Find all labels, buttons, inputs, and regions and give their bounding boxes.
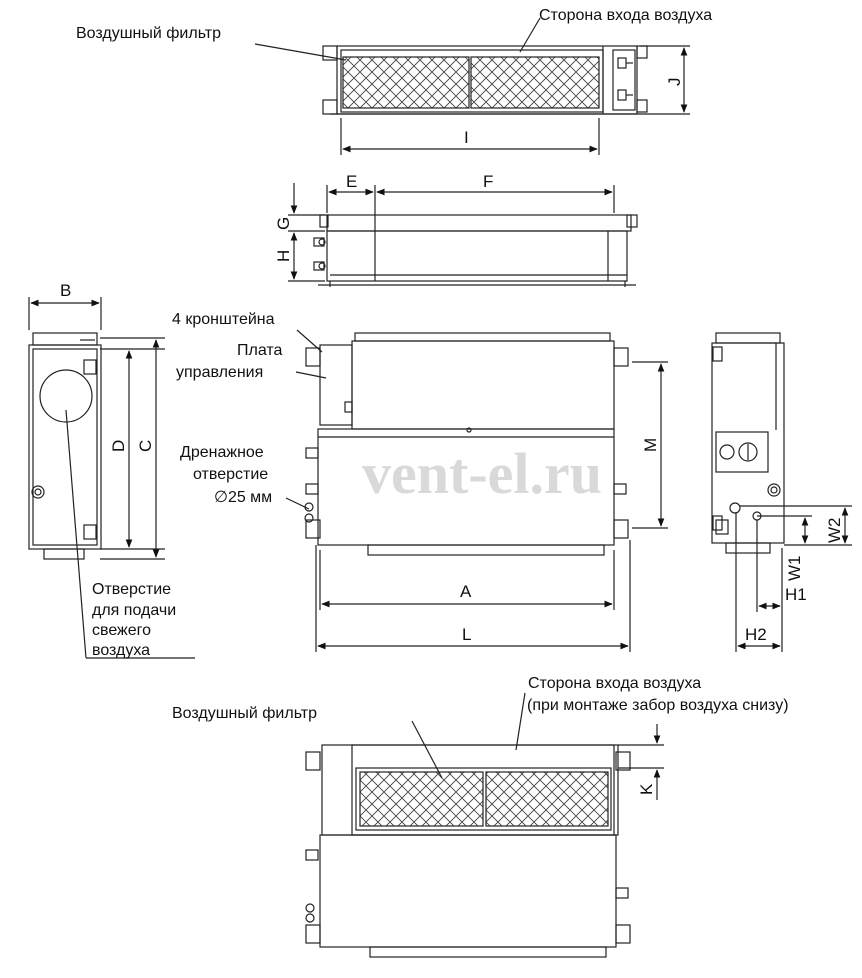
- dim-F: F: [483, 172, 493, 191]
- dim-K: K: [637, 783, 656, 795]
- dim-H: H: [274, 250, 293, 262]
- label-air-filter-bottom: Воздушный фильтр: [172, 705, 317, 722]
- dim-H2: H2: [745, 625, 767, 644]
- dim-H1: H1: [785, 585, 807, 604]
- air-filter-right: [470, 56, 600, 109]
- label-drain-2: отверстие: [193, 466, 268, 483]
- dim-J: J: [665, 78, 684, 87]
- side-elevation: [313, 214, 638, 287]
- dim-G: G: [274, 217, 293, 230]
- label-control-board-2: управления: [176, 364, 263, 381]
- label-drain-3: ∅25 мм: [214, 489, 272, 506]
- dim-E: E: [346, 172, 357, 191]
- dim-I: I: [464, 128, 469, 147]
- dim-W2: W2: [825, 518, 844, 544]
- label-fresh-air-3: свежего: [92, 622, 151, 639]
- right-end-view: [711, 332, 785, 554]
- label-drain-1: Дренажное: [180, 444, 264, 461]
- label-air-inlet-bottom-2: (при монтаже забор воздуха снизу): [527, 697, 789, 714]
- left-end-view: [28, 332, 102, 560]
- air-filter-bottom-right: [485, 771, 609, 827]
- bottom-view: [305, 744, 631, 958]
- label-fresh-air-1: Отверстие: [92, 581, 171, 598]
- dim-C: C: [136, 440, 155, 452]
- label-fresh-air-4: воздуха: [92, 642, 150, 659]
- label-air-filter-top: Воздушный фильтр: [76, 25, 221, 42]
- air-filter-bottom-left: [359, 771, 484, 827]
- front-view: [304, 332, 629, 556]
- dim-L: L: [462, 625, 471, 644]
- watermark: vent-el.ru: [362, 441, 602, 506]
- label-fresh-air-2: для подачи: [92, 602, 176, 619]
- fresh-air-port: [39, 369, 93, 423]
- dim-D: D: [109, 440, 128, 452]
- dim-A: A: [460, 582, 472, 601]
- dim-W1: W1: [785, 556, 804, 582]
- label-air-inlet-top: Сторона входа воздуха: [539, 7, 712, 24]
- dim-M: M: [641, 438, 660, 452]
- label-air-inlet-bottom-1: Сторона входа воздуха: [528, 675, 701, 692]
- label-control-board-1: Плата: [237, 342, 283, 359]
- label-brackets: 4 кронштейна: [172, 311, 275, 328]
- dim-B: B: [60, 281, 71, 300]
- air-filter-left: [342, 56, 470, 109]
- top-view: [322, 45, 648, 115]
